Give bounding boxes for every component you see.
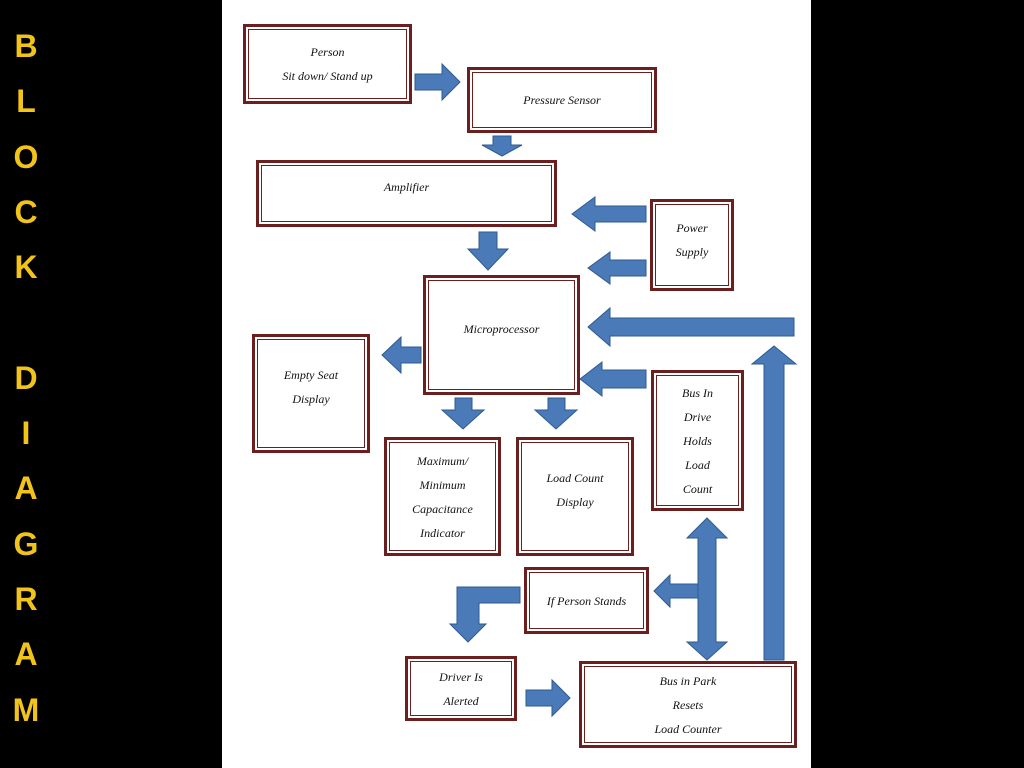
arrow-drive-park-bidirectional [685, 517, 729, 661]
arrow-stands-to-line [653, 573, 699, 609]
side-title-letter: A [14, 470, 38, 507]
label-person: Person Sit down/ Stand up [282, 45, 373, 83]
diagram-panel: Person Sit down/ Stand up Pressure Senso… [222, 0, 811, 768]
label-max-min-capacitance: Maximum/ Minimum Capacitance Indicator [412, 453, 473, 540]
label-load-count-display: Load Count Display [546, 470, 604, 509]
side-title-letter: I [21, 415, 31, 452]
arrow-to-load-count [533, 397, 579, 430]
arrow-park-feedback-loop [750, 345, 798, 661]
box-empty-seat-display: Empty Seat Display [252, 334, 370, 453]
side-title-letter: O [13, 138, 39, 175]
label-empty-seat-display: Empty Seat Display [283, 367, 339, 406]
label-bus-in-drive: Bus In Drive Holds Load Count [682, 385, 713, 496]
label-microprocessor: Microprocessor [463, 322, 540, 336]
arrow-amplifier-to-microprocessor [466, 231, 510, 271]
box-amplifier: Amplifier [256, 160, 557, 227]
arrow-person-to-sensor [414, 62, 461, 102]
side-title-letter: D [14, 359, 38, 396]
side-title-letter: R [14, 581, 38, 617]
label-amplifier: Amplifier [383, 179, 430, 194]
box-bus-in-park: Bus in Park Resets Load Counter [579, 661, 797, 748]
box-microprocessor: Microprocessor [423, 275, 580, 395]
box-max-min-capacitance: Maximum/ Minimum Capacitance Indicator [384, 437, 501, 556]
arrow-sensor-to-amplifier [481, 135, 523, 157]
label-bus-in-park: Bus in Park Resets Load Counter [654, 673, 722, 736]
arrow-to-empty-seat [381, 335, 422, 375]
arrow-loop-to-microprocessor [587, 306, 795, 348]
label-power-supply: Power Supply [675, 221, 709, 259]
side-title-letter: M [12, 691, 40, 728]
arrow-to-maxmin [440, 397, 486, 430]
side-title-letter: G [13, 525, 39, 562]
side-title-letter: K [14, 249, 38, 286]
box-pressure-sensor: Pressure Sensor [467, 67, 657, 133]
box-bus-in-drive: Bus In Drive Holds Load Count [651, 370, 744, 511]
arrow-power-to-microprocessor [587, 251, 647, 285]
box-if-person-stands: If Person Stands [524, 567, 649, 634]
box-person: Person Sit down/ Stand up [243, 24, 412, 104]
arrow-stands-to-driver [448, 586, 521, 643]
box-power-supply: Power Supply [650, 199, 734, 291]
arrow-bus-drive-to-microprocessor [579, 360, 647, 398]
arrow-power-to-amplifier [571, 196, 647, 232]
side-title-letter: L [16, 83, 36, 120]
side-title-letter: A [14, 636, 38, 673]
side-title-letter: C [14, 193, 38, 230]
label-driver-is-alerted: Driver Is Alerted [439, 669, 483, 708]
box-load-count-display: Load Count Display [516, 437, 634, 556]
label-if-person-stands: If Person Stands [546, 593, 627, 608]
connector-arrows [381, 62, 798, 718]
arrow-driver-to-park [525, 678, 571, 718]
side-title-letter: B [14, 28, 38, 64]
box-driver-is-alerted: Driver Is Alerted [405, 656, 517, 721]
label-pressure-sensor: Pressure Sensor [523, 93, 601, 107]
